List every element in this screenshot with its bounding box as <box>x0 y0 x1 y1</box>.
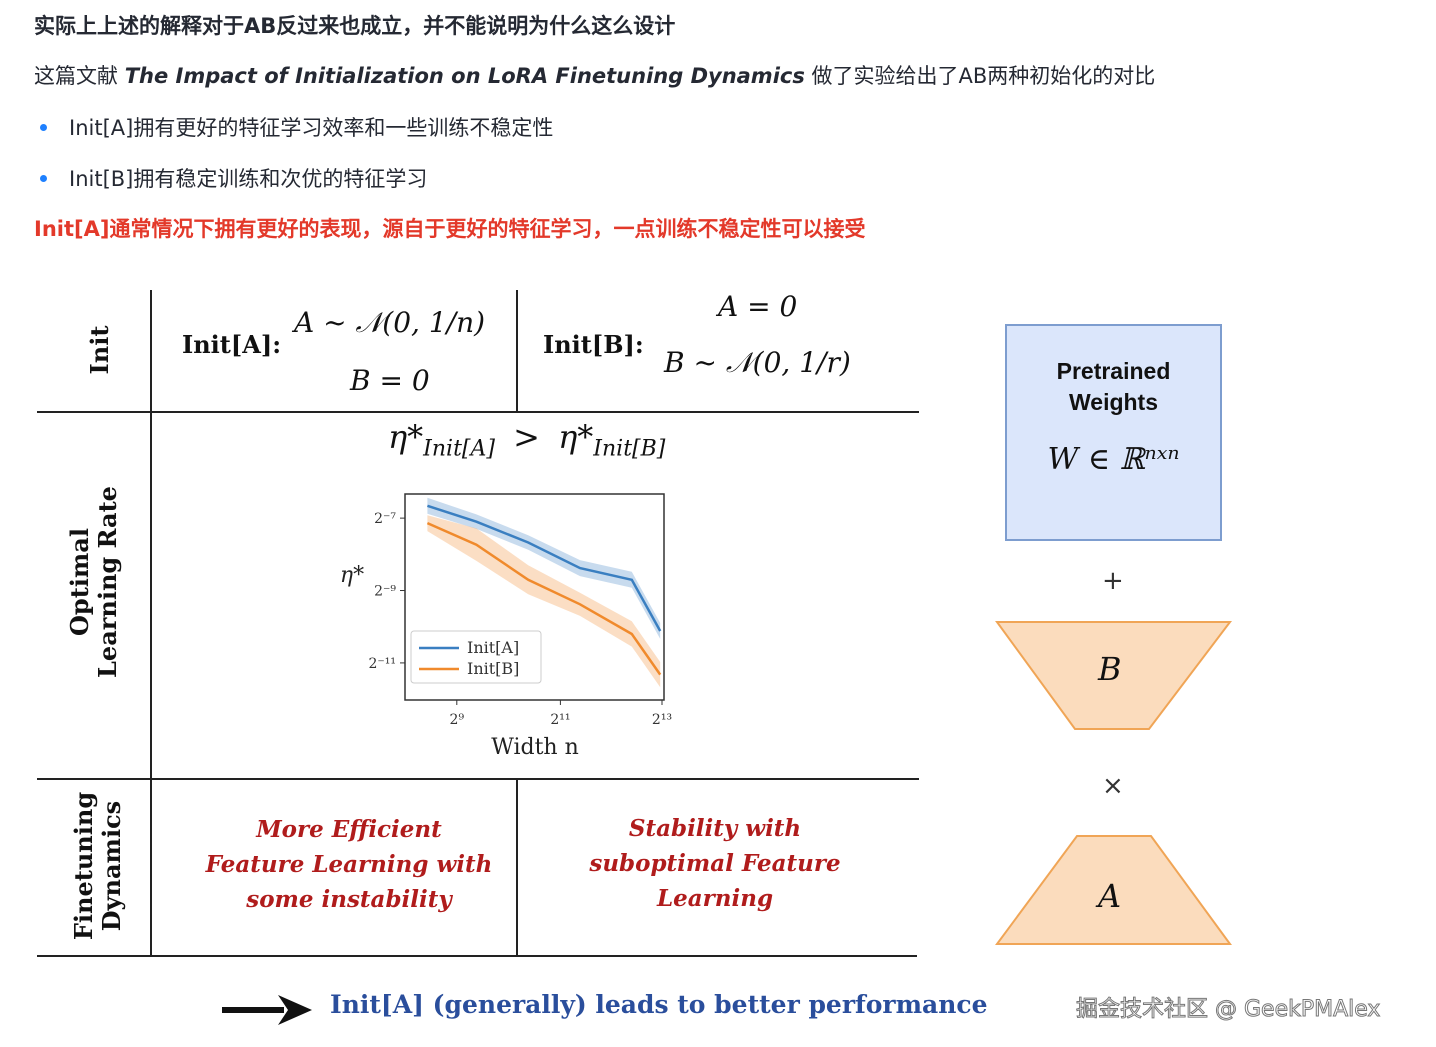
init-b-label: Init[B]: <box>543 330 644 359</box>
lora-init-figure: Init Optimal Learning Rate Finetuning Dy… <box>0 270 1436 1047</box>
matrix-a-label: A <box>1098 877 1122 915</box>
init-a-label: Init[A]: <box>182 330 282 359</box>
lr-relation: η*Init[A] > η*Init[B] <box>388 418 665 461</box>
list-item: Init[A]拥有更好的特征学习效率和一些训练不稳定性 <box>40 112 553 142</box>
paper-reference: The Impact of Initialization on LoRA Fin… <box>124 64 805 88</box>
figure-grid-lines <box>37 290 919 957</box>
row-label-lr-line1: Optimal <box>65 528 94 636</box>
x-tick-label: 2¹¹ <box>550 712 570 728</box>
lr-left-eta: η* <box>388 418 424 456</box>
series-line-Init[B] <box>426 521 662 676</box>
matrix-a-trapezoid <box>995 835 1232 945</box>
paragraph-suffix: 做了实验给出了AB两种初始化的对比 <box>804 64 1156 88</box>
pretrained-title: Pretrained Weights <box>1007 356 1220 418</box>
init-b-formula-a: A = 0 <box>718 290 798 323</box>
chart-frame <box>404 493 665 701</box>
series-line-Init[A] <box>427 504 662 632</box>
lr-right-eta: η* <box>558 418 594 456</box>
x-axis-label: Width n <box>491 735 579 760</box>
arrow-right-icon <box>222 995 312 1025</box>
dynamics-b-line: suboptimal Feature <box>589 850 841 877</box>
init-b-formula-b: B ~ 𝒩(0, 1/r) <box>664 346 851 379</box>
bullet-dot-icon <box>40 174 47 182</box>
dynamics-a-line: More Efficient <box>256 816 442 843</box>
x-tick-label: 2¹³ <box>652 712 672 728</box>
lr-op: > <box>513 418 540 456</box>
plus-sign: + <box>1102 566 1124 596</box>
y-tick-label: 2⁻⁹ <box>374 584 396 600</box>
legend-label: Init[B] <box>467 659 519 678</box>
dynamics-b-text: Stability with suboptimal Feature Learni… <box>566 811 864 916</box>
matrix-b-label: B <box>1098 650 1122 688</box>
heading: 实际上上述的解释对于AB反过来也成立，并不能说明为什么这么设计 <box>34 14 676 38</box>
y-tick-label: 2⁻¹¹ <box>368 656 396 672</box>
y-axis-label: η* <box>340 563 364 588</box>
highlight-conclusion: Init[A]通常情况下拥有更好的表现，源自于更好的特征学习，一点训练不稳定性可… <box>34 217 866 241</box>
row-label-lr-line2: Learning Rate <box>93 486 122 678</box>
figure-conclusion: Init[A] (generally) leads to better perf… <box>330 990 988 1019</box>
init-a-formula-b: B = 0 <box>350 364 430 397</box>
list-item: Init[B]拥有稳定训练和次优的特征学习 <box>40 163 427 193</box>
legend-label: Init[A] <box>467 638 519 657</box>
row-label-learning-rate: Optimal Learning Rate <box>65 472 126 692</box>
series-band-Init[B] <box>427 515 661 688</box>
times-sign: × <box>1102 771 1124 801</box>
series-band-Init[A] <box>427 497 661 639</box>
pretrained-weights-box: Pretrained Weights W ∈ ℝⁿˣⁿ <box>1005 324 1222 541</box>
pretrained-formula: W ∈ ℝⁿˣⁿ <box>1047 442 1180 477</box>
matrix-b-trapezoid <box>995 621 1233 730</box>
y-tick-label: 2⁻⁷ <box>374 511 396 527</box>
intro-paragraph: 这篇文献 The Impact of Initialization on LoR… <box>34 60 1155 90</box>
row-label-ft-line2: Dynamics <box>97 800 126 932</box>
pretrained-title-line1: Pretrained <box>1056 358 1171 384</box>
dynamics-a-line: Feature Learning with <box>205 851 493 878</box>
bullet-text: Init[A]拥有更好的特征学习效率和一些训练不稳定性 <box>69 116 554 140</box>
dynamics-b-line: Stability with <box>628 815 802 842</box>
row-label-init: Init <box>85 325 114 375</box>
lr-left-sub: Init[A] <box>423 436 495 462</box>
row-label-ft-line1: Finetuning <box>69 791 98 941</box>
dynamics-a-text: More Efficient Feature Learning with som… <box>196 812 502 917</box>
watermark: 掘金技术社区 @ GeekPMAlex <box>1075 997 1381 1023</box>
lr-chart: 2⁹ 2¹¹ 2¹³ 2⁻⁷ 2⁻⁹ 2⁻¹¹ Width n η* Init[A] Init[B… <box>340 493 672 760</box>
bullet-text: Init[B]拥有稳定训练和次优的特征学习 <box>69 167 428 191</box>
lr-right-sub: Init[B] <box>593 436 666 462</box>
bullet-dot-icon <box>40 123 47 131</box>
paragraph-prefix: 这篇文献 <box>34 64 125 88</box>
init-a-formula-a: A ~ 𝒩(0, 1/n) <box>294 306 486 339</box>
dynamics-b-line: Learning <box>656 885 774 912</box>
x-tick-label: 2⁹ <box>450 712 465 728</box>
dynamics-a-line: some instability <box>246 886 452 913</box>
pretrained-title-line2: Weights <box>1068 389 1159 415</box>
row-label-finetuning: Finetuning Dynamics <box>69 771 130 961</box>
